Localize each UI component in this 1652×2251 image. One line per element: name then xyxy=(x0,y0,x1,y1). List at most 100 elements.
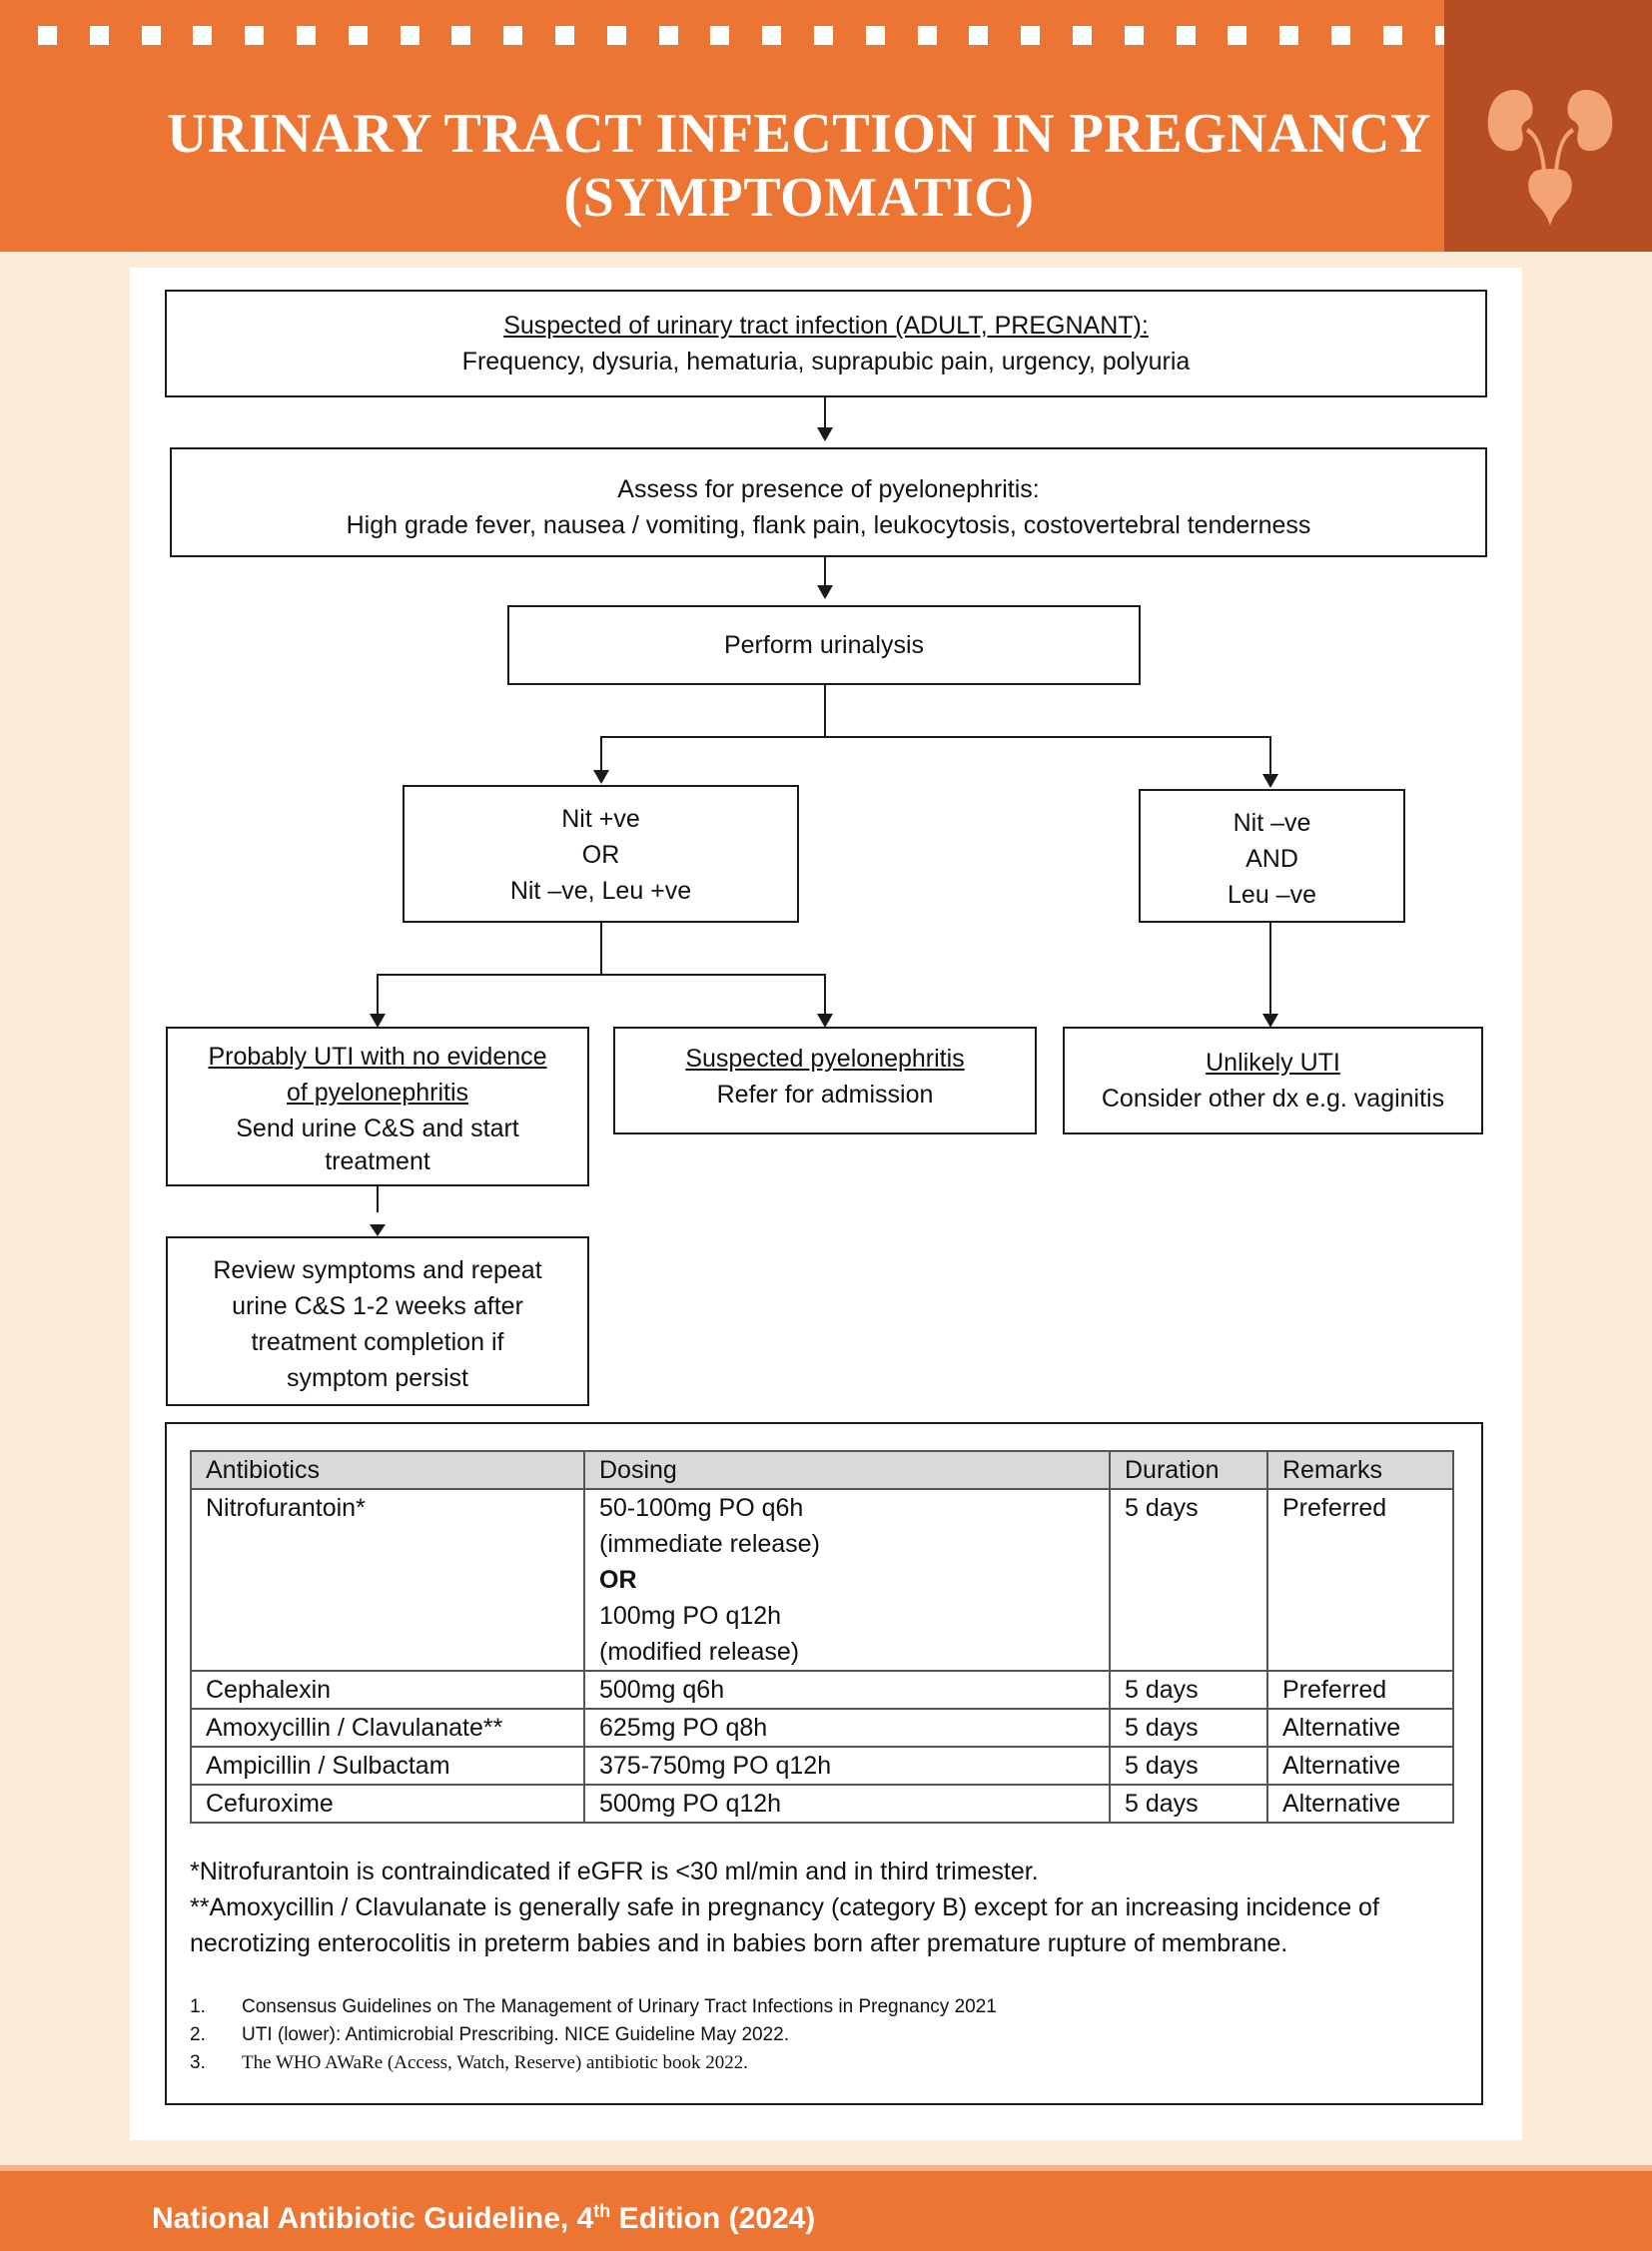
unlikely-uti-heading: Unlikely UTI xyxy=(1206,1049,1340,1077)
film-hole-decoration xyxy=(400,26,419,45)
dosing-cell: 50-100mg PO q6h (immediate release) OR 1… xyxy=(583,1488,1111,1672)
remarks-cell: Alternative xyxy=(1266,1708,1454,1748)
review-line-4: symptom persist xyxy=(287,1364,468,1392)
footer-edition-text: National Antibiotic Guideline, 4th Editi… xyxy=(152,2193,815,2237)
header-icon-panel xyxy=(1444,0,1652,252)
dose-line: 100mg PO q12h xyxy=(599,1602,782,1630)
film-hole-decoration xyxy=(555,26,574,45)
film-hole-decoration xyxy=(1021,26,1041,45)
review-line-2: urine C&S 1-2 weeks after xyxy=(232,1292,523,1320)
unlikely-uti-box: Unlikely UTI Consider other dx e.g. vagi… xyxy=(1063,1027,1483,1134)
film-hole-decoration xyxy=(1073,26,1092,45)
film-hole-decoration xyxy=(606,26,626,45)
film-hole-decoration xyxy=(658,26,678,45)
nit-neg-leu-pos-line: Nit –ve, Leu +ve xyxy=(509,877,692,905)
reference-item: 3. The WHO AWaRe (Access, Watch, Reserve… xyxy=(190,2049,997,2077)
dosing-cell: 625mg PO q8h xyxy=(583,1708,1111,1748)
remarks-cell: Alternative xyxy=(1266,1746,1454,1786)
duration-cell: 5 days xyxy=(1109,1784,1268,1824)
table-row: Amoxycillin / Clavulanate** 625mg PO q8h… xyxy=(190,1708,1454,1748)
connector xyxy=(377,1186,379,1212)
title-line-2: (SYMPTOMATIC) xyxy=(563,167,1035,229)
connector xyxy=(600,736,602,770)
film-hole-decoration xyxy=(193,26,213,45)
connector xyxy=(600,736,1271,738)
nitrite-negative-box: Nit –ve AND Leu –ve xyxy=(1139,789,1405,923)
probable-uti-heading-2: of pyelonephritis xyxy=(286,1079,469,1107)
table-row: Cefuroxime 500mg PO q12h 5 days Alternat… xyxy=(190,1784,1454,1824)
table-row: Cephalexin 500mg q6h 5 days Preferred xyxy=(190,1670,1454,1710)
remarks-cell: Preferred xyxy=(1266,1670,1454,1710)
table-row: Ampicillin / Sulbactam 375-750mg PO q12h… xyxy=(190,1746,1454,1786)
pyelonephritis-heading: Suspected pyelonephritis xyxy=(685,1045,965,1073)
probable-uti-action-1: Send urine C&S and start xyxy=(236,1115,519,1142)
connector xyxy=(1269,923,1271,1014)
film-hole-decoration xyxy=(297,26,316,45)
review-symptoms-box: Review symptoms and repeat urine C&S 1-2… xyxy=(166,1236,589,1406)
suspected-pyelonephritis-box: Suspected pyelonephritis Refer for admis… xyxy=(613,1027,1037,1134)
references-list: 1. Consensus Guidelines on The Managemen… xyxy=(190,1993,997,2077)
film-hole-decoration xyxy=(89,26,109,45)
connector xyxy=(824,685,826,737)
film-hole-decoration xyxy=(762,26,782,45)
perform-urinalysis-box: Perform urinalysis xyxy=(507,605,1141,685)
dose-line: 50-100mg PO q6h xyxy=(599,1494,804,1522)
arrow-down-icon xyxy=(1262,774,1278,788)
or-line: OR xyxy=(581,841,620,869)
header-banner: URINARY TRACT INFECTION IN PREGNANCY (SY… xyxy=(0,0,1652,252)
film-hole-decoration xyxy=(348,26,368,45)
duration-cell: 5 days xyxy=(1109,1746,1268,1786)
remarks-cell: Preferred xyxy=(1266,1488,1454,1672)
suspected-uti-symptoms: Frequency, dysuria, hematuria, suprapubi… xyxy=(461,348,1191,375)
footer-stripe xyxy=(0,2165,1652,2171)
urinalysis-label: Perform urinalysis xyxy=(723,631,925,659)
film-hole-decoration xyxy=(1124,26,1144,45)
duration-cell: 5 days xyxy=(1109,1488,1268,1672)
film-hole-decoration xyxy=(245,26,265,45)
antibiotic-cell: Cephalexin xyxy=(190,1670,585,1710)
table-header-row: Antibiotics Dosing Duration Remarks xyxy=(190,1450,1454,1490)
connector xyxy=(824,557,826,585)
dose-or: OR xyxy=(599,1566,637,1594)
dose-line: (immediate release) xyxy=(599,1530,820,1558)
antibiotic-cell: Amoxycillin / Clavulanate** xyxy=(190,1708,585,1748)
arrow-down-icon xyxy=(1262,1014,1278,1028)
connector xyxy=(377,974,826,976)
suspected-uti-box: Suspected of urinary tract infection (AD… xyxy=(165,290,1487,397)
arrow-down-icon xyxy=(817,427,833,441)
film-hole-decoration xyxy=(917,26,937,45)
kidney-urinary-tract-icon xyxy=(1487,90,1613,226)
reference-number: 2. xyxy=(190,2024,206,2045)
arrow-down-icon xyxy=(817,1014,833,1028)
dosing-cell: 375-750mg PO q12h xyxy=(583,1746,1111,1786)
nitrofurantoin-footnote: *Nitrofurantoin is contraindicated if eG… xyxy=(190,1858,1039,1885)
film-hole-decoration xyxy=(141,26,161,45)
connector xyxy=(824,397,826,427)
header-duration: Duration xyxy=(1109,1450,1268,1490)
connector xyxy=(600,923,602,975)
antibiotic-cell: Cefuroxime xyxy=(190,1784,585,1824)
film-hole-decoration xyxy=(969,26,989,45)
reference-item: 2. UTI (lower): Antimicrobial Prescribin… xyxy=(190,2021,997,2049)
probable-uti-action-2: treatment xyxy=(325,1147,430,1175)
duration-cell: 5 days xyxy=(1109,1670,1268,1710)
arrow-down-icon xyxy=(370,1014,386,1028)
film-hole-decoration xyxy=(865,26,885,45)
arrow-down-icon xyxy=(370,1224,386,1236)
reference-text: UTI (lower): Antimicrobial Prescribing. … xyxy=(242,2024,790,2045)
title-line-1: URINARY TRACT INFECTION IN PREGNANCY xyxy=(167,103,1431,165)
reference-item: 1. Consensus Guidelines on The Managemen… xyxy=(190,1993,997,2021)
connector xyxy=(377,974,379,1014)
antibiotic-cell: Nitrofurantoin* xyxy=(190,1488,585,1672)
remarks-cell: Alternative xyxy=(1266,1784,1454,1824)
dosing-cell: 500mg PO q12h xyxy=(583,1784,1111,1824)
film-hole-decoration xyxy=(814,26,833,45)
suspected-uti-heading: Suspected of urinary tract infection (AD… xyxy=(503,312,1149,340)
footer-text-main: National Antibiotic Guideline, 4 xyxy=(152,2202,594,2235)
page-title: URINARY TRACT INFECTION IN PREGNANCY (SY… xyxy=(0,102,1598,230)
dose-line: (modified release) xyxy=(599,1638,800,1666)
footer-text-end: Edition (2024) xyxy=(610,2202,816,2235)
footer-banner: National Antibiotic Guideline, 4th Editi… xyxy=(0,2171,1652,2251)
unlikely-uti-action: Consider other dx e.g. vaginitis xyxy=(1101,1085,1445,1113)
film-hole-decoration xyxy=(451,26,471,45)
